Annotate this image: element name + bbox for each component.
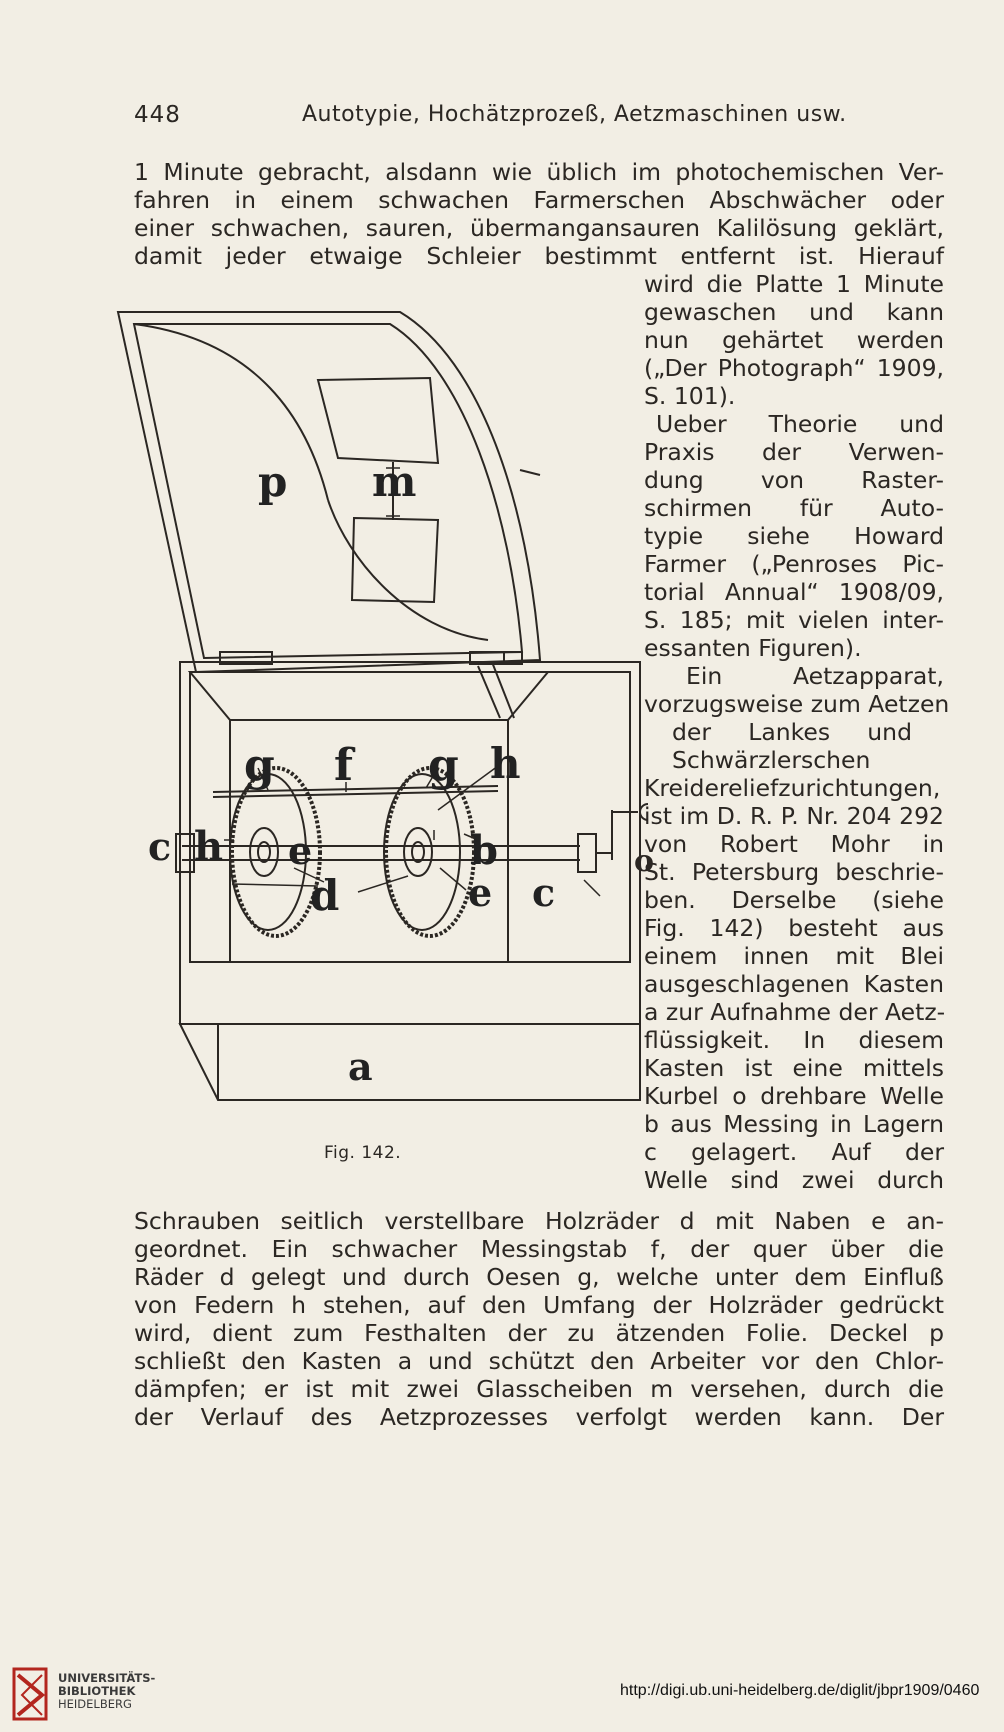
source-url-link[interactable]: http://digi.ub.uni-heidelberg.de/diglit/… <box>620 1682 980 1699</box>
column-line: Fig. 142) besteht aus <box>644 914 944 942</box>
column-line: von Robert Mohr in <box>644 830 944 858</box>
body-line: schließt den Kasten a und schützt den Ar… <box>134 1347 944 1375</box>
label-m: m <box>372 457 416 506</box>
figure-caption: Fig. 142. <box>324 1143 402 1163</box>
body-line: fahren in einem schwachen Farmerschen Ab… <box>134 186 944 214</box>
column-line: Kreidereliefzurichtungen, <box>644 774 941 802</box>
column-line: Ein Aetzapparat, <box>686 662 944 690</box>
library-line: HEIDELBERG <box>58 1697 132 1711</box>
university-library-logo-icon <box>12 1667 48 1721</box>
column-line: torial Annual“ 1908/09, <box>644 578 944 606</box>
column-line: der Lankes und <box>672 718 912 746</box>
page-number: 448 <box>134 102 181 128</box>
library-line: BIBLIOTHEK <box>58 1684 136 1698</box>
column-line: flüssigkeit. In diesem <box>644 1026 944 1054</box>
label-p: p <box>258 457 287 506</box>
column-line: vorzugsweise zum Aetzen <box>644 690 950 718</box>
column-line: ist im D. R. P. Nr. 204 292 <box>644 802 944 830</box>
column-line: („Der Photograph“ 1909, <box>644 354 944 382</box>
label-e-left: e <box>288 828 312 873</box>
label-g-right: g <box>428 740 459 791</box>
column-line: Farmer („Penroses Pic- <box>644 550 944 578</box>
running-title: Autotypie, Hochätzprozeß, Aetzmaschinen … <box>302 102 847 127</box>
column-line: Schwärzlerschen <box>672 746 871 774</box>
label-f: f <box>334 740 356 791</box>
column-line: wird die Platte 1 Minute <box>644 270 944 298</box>
body-line: einer schwachen, sauren, übermangansaure… <box>134 214 944 242</box>
shaft-drawing <box>182 845 580 861</box>
body-line: von Federn h stehen, auf den Umfang der … <box>134 1291 944 1319</box>
column-line: nun gehärtet werden <box>644 326 944 354</box>
label-e-right: e <box>468 870 492 915</box>
column-line: essanten Figuren). <box>644 634 862 662</box>
column-line: St. Petersburg beschrie- <box>644 858 944 886</box>
column-line: Ueber Theorie und <box>656 410 944 438</box>
column-line: einem innen mit Blei <box>644 942 944 970</box>
label-c-right: c <box>532 870 555 915</box>
etching-apparatus-figure: p m g f g h c h e b d e c a <box>116 311 648 1101</box>
library-line: UNIVERSITÄTS- <box>58 1671 156 1685</box>
body-line: damit jeder etwaige Schleier bestimmt en… <box>134 242 944 270</box>
label-h-right: h <box>490 739 521 788</box>
column-line: S. 101). <box>644 382 736 410</box>
column-line: Kasten ist eine mittels <box>644 1054 944 1082</box>
box-drawing <box>178 661 641 1101</box>
column-line: ausgeschlagenen Kasten <box>644 970 944 998</box>
column-line: Praxis der Verwen- <box>644 438 944 466</box>
label-g-left: g <box>244 740 275 791</box>
lid-drawing <box>116 311 542 674</box>
crank-drawing <box>596 803 648 860</box>
label-a: a <box>348 1044 373 1089</box>
column-line: b aus Messing in Lagern <box>644 1110 944 1138</box>
column-line: ben. Derselbe (siehe <box>644 886 944 914</box>
left-wheel-drawing <box>229 766 322 938</box>
column-line: c gelagert. Auf der <box>644 1138 944 1166</box>
glass-pane-top <box>316 376 440 465</box>
column-line: Welle sind zwei durch <box>644 1166 944 1194</box>
body-line: wird, dient zum Festhalten der zu ätzend… <box>134 1319 944 1347</box>
column-line: typie siehe Howard <box>644 522 944 550</box>
body-line: der Verlauf des Aetzprozesses verfolgt w… <box>134 1403 944 1431</box>
column-line: S. 185; mit vielen inter- <box>644 606 944 634</box>
column-line: Kurbel o drehbare Welle <box>644 1082 944 1110</box>
column-line: schirmen für Auto- <box>644 494 944 522</box>
label-o: o <box>634 844 655 879</box>
label-b: b <box>470 827 498 874</box>
column-line: gewaschen und kann <box>644 298 944 326</box>
label-d: d <box>310 871 339 920</box>
body-line: Räder d gelegt und durch Oesen g, welche… <box>134 1263 944 1291</box>
body-line: 1 Minute gebracht, alsdann wie üblich im… <box>134 158 944 186</box>
column-line: a zur Aufnahme der Aetz- <box>644 998 946 1026</box>
right-wheel-drawing <box>383 766 476 938</box>
glass-pane-bottom <box>350 516 440 604</box>
label-c-left: c <box>148 824 171 869</box>
label-h-left: h <box>194 823 223 870</box>
body-line: dämpfen; er ist mit zwei Glasscheiben m … <box>134 1375 944 1403</box>
column-line: dung von Raster- <box>644 466 944 494</box>
body-line: geordnet. Ein schwacher Messingstab f, d… <box>134 1235 944 1263</box>
library-name: UNIVERSITÄTS- BIBLIOTHEK HEIDELBERG <box>58 1672 155 1711</box>
body-line: Schrauben seitlich verstellbare Holzräde… <box>134 1207 944 1235</box>
